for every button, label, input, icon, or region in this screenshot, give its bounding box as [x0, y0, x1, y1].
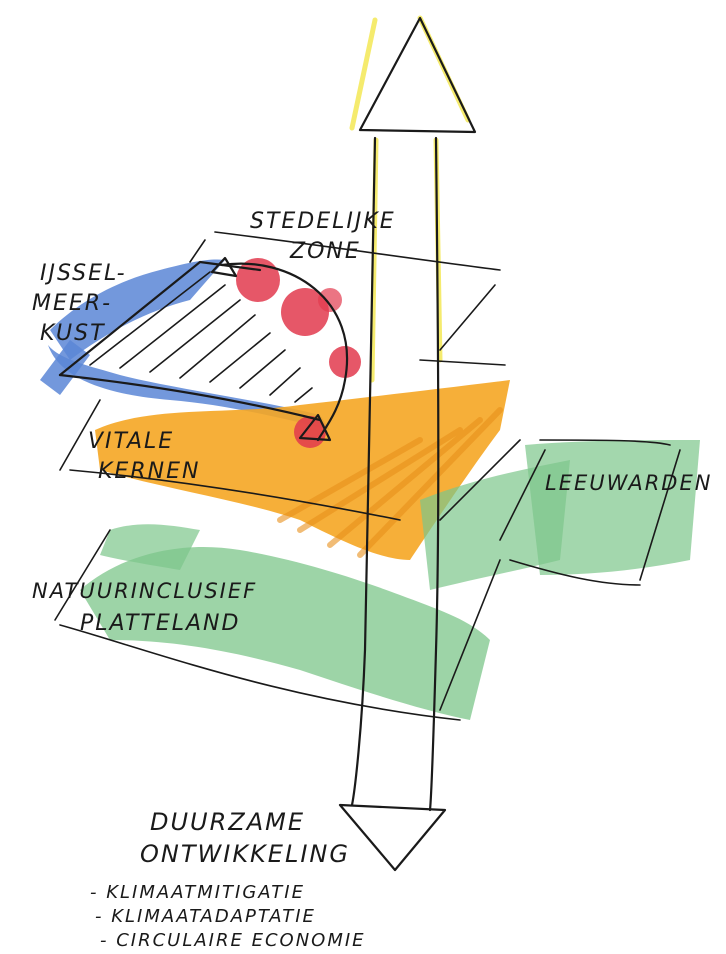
stedelijke-zone-arc: [210, 256, 348, 442]
label-stedelijke-line1: STEDELIJKE: [250, 209, 396, 234]
label-ijssel-line3: KUST: [40, 321, 106, 346]
label-bullet-adaptatie: - KLIMAATADAPTATIE: [95, 906, 316, 927]
label-natuur-line2: PLATTELAND: [80, 611, 240, 636]
stedelijke-zone-red-marks: [236, 258, 361, 448]
label-vitale-line2: KERNEN: [98, 459, 200, 484]
plane-outlines: [54, 231, 681, 721]
label-duurzame-line2: ONTWIKKELING: [140, 840, 350, 868]
label-natuur-line1: NATUURINCLUSIEF: [32, 579, 257, 603]
arrow-highlight: [349, 15, 471, 383]
vitale-kernen-orange-fill: [95, 380, 510, 560]
label-leeuwarden: LEEUWARDEN: [545, 471, 712, 495]
label-duurzame-line1: DUURZAME: [150, 808, 305, 836]
ijsselmeer-blue-fill: [40, 259, 330, 430]
label-ijssel-line1: IJSSEL-: [40, 261, 127, 286]
label-ijssel-line2: MEER-: [32, 291, 112, 316]
label-bullet-circulaire: - CIRCULAIRE ECONOMIE: [100, 930, 366, 951]
label-vitale-line1: VITALE: [88, 429, 174, 454]
ijsselmeer-hatched-wedge: [58, 260, 322, 422]
platteland-green-fill: [80, 440, 700, 720]
label-stedelijke-line2: ZONE: [289, 239, 361, 264]
vertical-arrow: [338, 16, 477, 872]
label-bullet-mitigatie: - KLIMAATMITIGATIE: [90, 882, 305, 903]
